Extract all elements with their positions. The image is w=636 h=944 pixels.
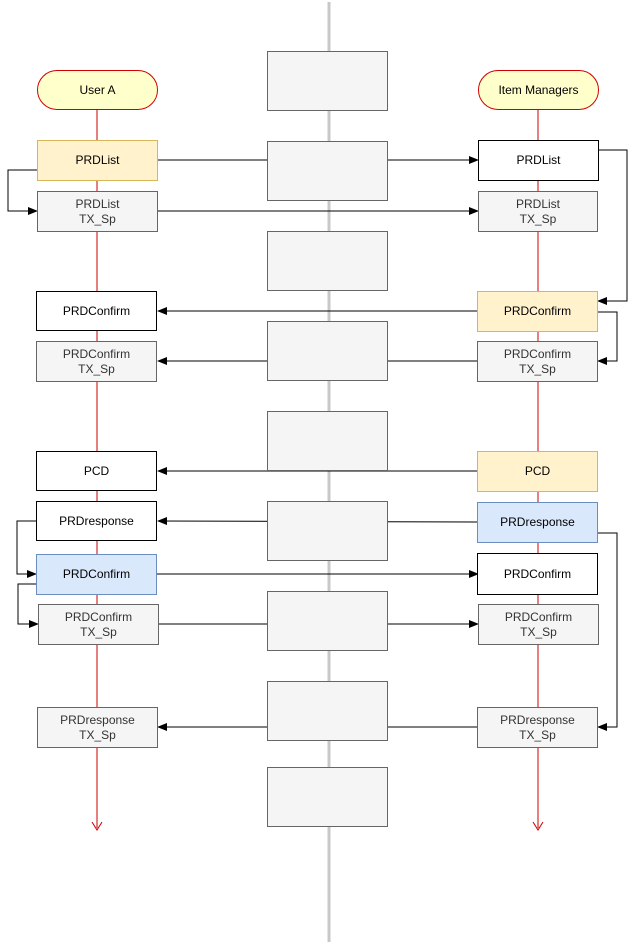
node-tx-label: TX_Sp <box>80 624 117 639</box>
elbow-prdresponse-to-tx-right <box>597 532 618 731</box>
center-placeholder-box <box>267 321 388 381</box>
center-placeholder-box <box>267 591 388 651</box>
node-right-prdconfirm-tx: PRDConfirm TX_Sp <box>477 341 598 382</box>
node-label: PCD <box>83 463 110 478</box>
elbow-prdlist-to-prdconfirm <box>597 149 628 305</box>
actor-item-managers: Item Managers <box>478 70 599 110</box>
node-left-prdlist: PRDList <box>37 140 158 181</box>
center-placeholder-box <box>267 141 388 201</box>
node-right-pcd: PCD <box>477 451 598 492</box>
center-placeholder-box <box>267 767 388 827</box>
center-placeholder-box <box>267 411 388 471</box>
node-label: PRDList <box>515 196 560 211</box>
node-label: PRDresponse <box>60 712 135 727</box>
elbow-prdlist-to-tx <box>7 169 38 215</box>
node-label: PRDList <box>516 153 561 167</box>
elbow-prdconfirm-to-tx-left <box>17 583 39 628</box>
node-right-prdresponse-tx: PRDresponse TX_Sp <box>477 707 598 748</box>
node-left-prdconfirm: PRDConfirm <box>36 291 157 331</box>
node-tx-label: TX_Sp <box>519 727 556 742</box>
node-right-prdconfirm-tx-2: PRDConfirm TX_Sp <box>478 604 599 645</box>
center-placeholder-box <box>267 51 388 111</box>
center-placeholder-box <box>267 501 388 561</box>
node-right-prdlist-tx: PRDList TX_Sp <box>478 191 598 232</box>
node-label: PRDConfirm <box>503 566 572 581</box>
node-label: PCD <box>524 464 551 478</box>
node-tx-label: TX_Sp <box>520 624 557 639</box>
node-label: PRDConfirm <box>62 346 131 361</box>
node-label: PRDConfirm <box>62 303 131 318</box>
node-label: PRDresponse <box>500 515 575 529</box>
node-label: PRDConfirm <box>504 609 573 624</box>
node-tx-label: TX_Sp <box>519 211 557 226</box>
node-tx-label: TX_Sp <box>79 211 116 226</box>
node-left-prdconfirm-tx-2: PRDConfirm TX_Sp <box>38 604 159 645</box>
node-left-pcd: PCD <box>36 451 157 491</box>
node-right-prdconfirm-2: PRDConfirm <box>477 553 598 595</box>
node-tx-label: TX_Sp <box>78 361 115 376</box>
node-left-prdconfirm-tx: PRDConfirm TX_Sp <box>36 341 157 382</box>
node-right-prdconfirm: PRDConfirm <box>477 291 598 332</box>
node-tx-label: TX_Sp <box>79 727 116 742</box>
node-label: PRDConfirm <box>62 567 131 581</box>
node-right-prdresponse-blue: PRDresponse <box>477 502 598 543</box>
center-placeholder-box <box>267 231 388 291</box>
lifeline-item-managers-arrowhead <box>532 821 544 831</box>
node-label: PRDList <box>75 196 120 211</box>
node-label: PRDConfirm <box>503 304 572 318</box>
node-right-prdlist: PRDList <box>478 140 599 181</box>
actor-user-a: User A <box>37 70 158 110</box>
node-label: PRDresponse <box>59 513 134 528</box>
actor-item-managers-label: Item Managers <box>498 82 579 97</box>
node-label: PRDList <box>75 153 120 167</box>
node-left-prdresponse: PRDresponse <box>36 501 157 541</box>
actor-user-a-label: User A <box>79 82 116 97</box>
node-label: PRDConfirm <box>64 609 133 624</box>
node-left-prdresponse-tx: PRDresponse TX_Sp <box>37 707 158 748</box>
lifeline-user-a-arrowhead <box>91 821 103 831</box>
node-left-prdlist-tx: PRDList TX_Sp <box>37 191 158 232</box>
node-left-prdconfirm-blue: PRDConfirm <box>36 554 157 595</box>
node-label: PRDresponse <box>500 712 575 727</box>
center-placeholder-box <box>267 681 388 741</box>
elbow-prdconfirm-to-tx <box>597 311 618 365</box>
elbow-prdresponse-to-prdconfirm <box>16 520 37 578</box>
node-label: PRDConfirm <box>503 346 572 361</box>
node-tx-label: TX_Sp <box>519 361 556 376</box>
